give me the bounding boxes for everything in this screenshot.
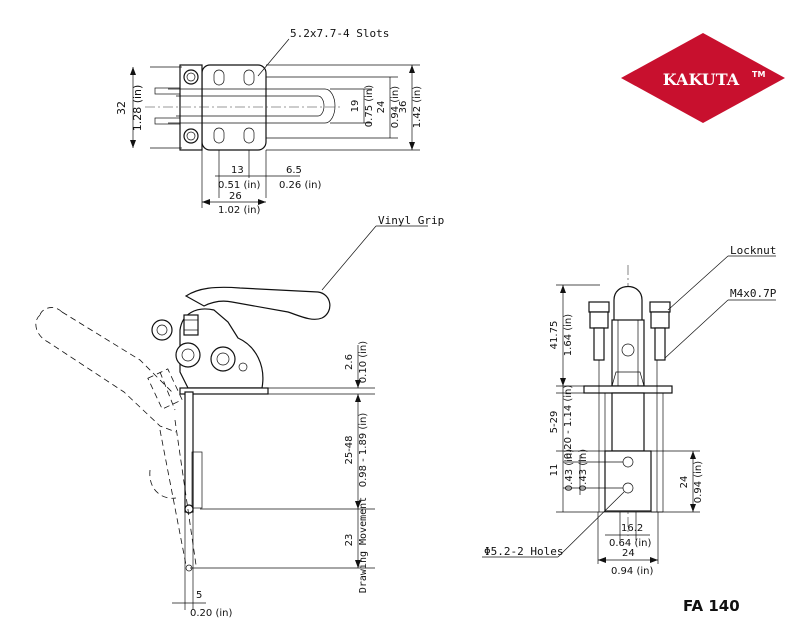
svg-text:32: 32 xyxy=(115,101,128,115)
svg-text:0.94 (in): 0.94 (in) xyxy=(390,86,401,128)
svg-text:0.94 (in): 0.94 (in) xyxy=(611,566,653,577)
svg-text:13: 13 xyxy=(231,165,244,176)
svg-text:24: 24 xyxy=(622,548,635,559)
svg-text:2.6: 2.6 xyxy=(344,354,355,370)
base-plate xyxy=(201,64,267,151)
svg-text:23: 23 xyxy=(344,534,355,547)
svg-text:5: 5 xyxy=(196,590,202,601)
pad-plate xyxy=(604,450,652,512)
svg-text:5-29: 5-29 xyxy=(549,411,560,434)
svg-text:0.10 (in): 0.10 (in) xyxy=(358,341,369,383)
handle-top xyxy=(168,88,336,124)
svg-text:0.43 (in): 0.43 (in) xyxy=(564,449,575,491)
svg-text:19: 19 xyxy=(350,100,361,113)
svg-text:1.02 (in): 1.02 (in) xyxy=(218,205,260,216)
svg-text:0.75 (in): 0.75 (in) xyxy=(364,85,375,127)
nut-bottom xyxy=(183,128,199,144)
svg-text:0.20 - 1.14 (in): 0.20 - 1.14 (in) xyxy=(563,385,574,460)
svg-text:0.64 (in): 0.64 (in) xyxy=(609,538,651,549)
svg-text:0.20 (in): 0.20 (in) xyxy=(190,608,232,619)
handle-open xyxy=(35,314,177,433)
model-number: FA 140 xyxy=(683,597,740,615)
svg-text:1.28 (in): 1.28 (in) xyxy=(131,85,144,132)
svg-text:0.51 (in): 0.51 (in) xyxy=(218,180,260,191)
mounting-slots xyxy=(213,69,255,144)
nut-top xyxy=(183,69,199,85)
svg-text:0.26 (in): 0.26 (in) xyxy=(279,180,321,191)
top-view: 5.2x7.7-4 Slots 32 1.28 (in) 19 0.75 (in… xyxy=(115,27,423,216)
svg-text:0.94 (in): 0.94 (in) xyxy=(693,461,704,503)
brand-name: KAKUTA xyxy=(663,70,740,89)
thread-label: M4x0.7P xyxy=(730,287,777,300)
vinyl-grip-label: Vinyl Grip xyxy=(378,214,444,227)
slots-note: 5.2x7.7-4 Slots xyxy=(290,27,389,40)
holes-note: Φ5.2-2 Holes xyxy=(484,545,563,558)
svg-text:16.2: 16.2 xyxy=(621,523,643,534)
svg-text:1.42 (in): 1.42 (in) xyxy=(412,86,423,128)
locknut-label: Locknut xyxy=(730,244,776,257)
kakuta-logo: KAKUTA TM xyxy=(621,33,785,123)
brand-tm: TM xyxy=(752,70,765,79)
side-view: Vinyl Grip xyxy=(35,214,444,619)
handle-closed xyxy=(184,286,331,320)
svg-text:26: 26 xyxy=(229,191,242,202)
svg-text:0.43 (in): 0.43 (in) xyxy=(578,449,589,491)
svg-text:Drawing Movement: Drawing Movement xyxy=(358,497,369,593)
front-view: Locknut M4x0.7P 41.75 1.64 (in) 5-29 0.2… xyxy=(482,244,777,577)
svg-text:24: 24 xyxy=(376,101,387,114)
svg-text:0.98 - 1.89 (in): 0.98 - 1.89 (in) xyxy=(358,413,369,488)
svg-text:25-48: 25-48 xyxy=(344,435,355,464)
svg-text:11: 11 xyxy=(549,464,560,477)
svg-text:36: 36 xyxy=(398,101,409,114)
svg-text:1.64 (in): 1.64 (in) xyxy=(563,314,574,356)
svg-text:6.5: 6.5 xyxy=(286,165,302,176)
body-block xyxy=(179,64,203,151)
svg-text:24: 24 xyxy=(679,476,690,489)
svg-text:41.75: 41.75 xyxy=(549,321,560,350)
